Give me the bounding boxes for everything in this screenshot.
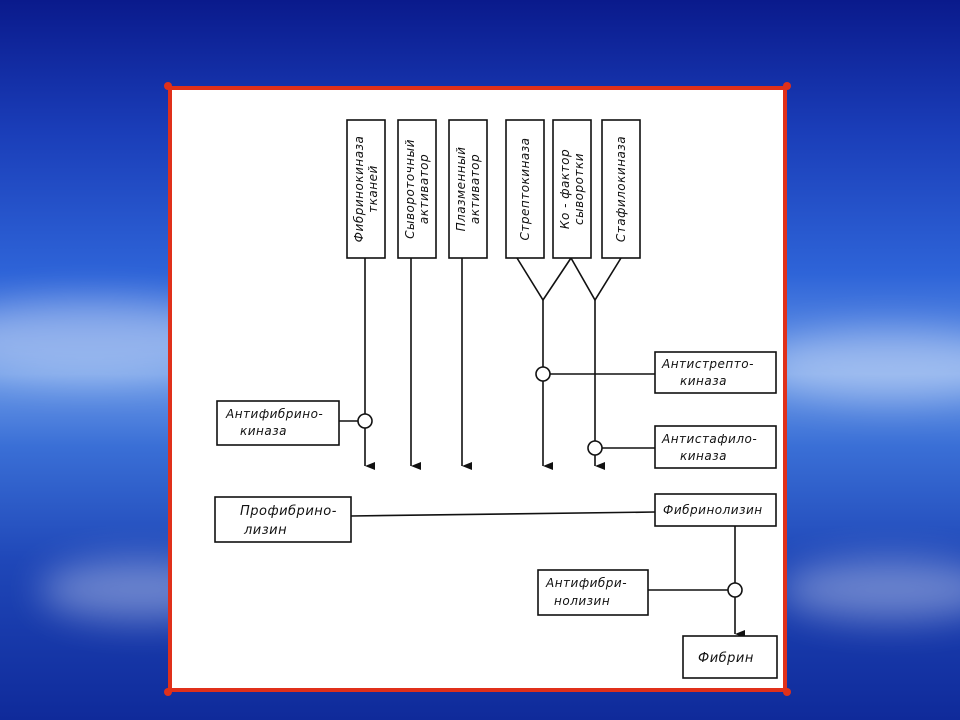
label-antifibrinolysin-2: нолизин: [554, 594, 610, 608]
box-fibrin: [682, 635, 778, 679]
box-antistaphylokinase: [654, 425, 777, 469]
box-fibrinolysin: [654, 493, 777, 527]
inhibition-node: [587, 440, 603, 456]
merge-cofactor-staphylokinase: [570, 257, 622, 302]
label-staphylokinase: Стафилокиназа: [614, 136, 628, 242]
label-serum-activator-1: Сывороточный: [403, 139, 417, 239]
frame-corner: [783, 82, 791, 90]
top-box-staphylokinase: [601, 119, 641, 259]
label-plasma-activator-1: Плазменный: [454, 147, 468, 232]
label-fibrinolysin: Фибринолизин: [663, 503, 763, 517]
label-profibrinolysin-2: лизин: [243, 523, 287, 538]
frame-corner: [783, 688, 791, 696]
merge-streptokinase-cofactor: [516, 257, 572, 302]
label-tissue-fibrinokinase-2: тканей: [366, 165, 380, 213]
label-antifibrinokinase-2: киназа: [240, 424, 287, 438]
top-box-serum-cofactor: [552, 119, 592, 259]
label-profibrinolysin-1: Профибрино-: [240, 504, 337, 519]
top-box-streptokinase: [505, 119, 545, 259]
top-box-serum-activator: [397, 119, 437, 259]
label-fibrin: Фибрин: [698, 651, 754, 666]
box-antifibrinokinase: [216, 400, 340, 446]
label-antifibrinokinase-1: Антифибрино-: [225, 407, 323, 421]
top-box-plasma-activator: [448, 119, 488, 259]
label-antistreptokinase-2: киназа: [680, 374, 727, 388]
label-serum-cofactor-1: Ко - фактор: [558, 149, 572, 229]
box-antistreptokinase: [654, 351, 777, 394]
label-antistaphylokinase-1: Антистафило-: [661, 432, 757, 446]
inhibition-node: [727, 582, 743, 598]
label-antistaphylokinase-2: киназа: [680, 449, 727, 463]
top-box-tissue-fibrinokinase: [346, 119, 386, 259]
label-serum-cofactor-2: сыворотки: [572, 153, 586, 225]
inhibition-node: [535, 366, 551, 382]
inhibition-node: [357, 413, 373, 429]
label-plasma-activator-2: активатор: [468, 154, 482, 224]
box-profibrinolysin: [214, 496, 352, 543]
box-antifibrinolysin: [537, 569, 649, 616]
frame-corner: [164, 82, 172, 90]
label-antistreptokinase-1: Антистрепто-: [661, 357, 754, 371]
label-streptokinase: Стрептокиназа: [518, 137, 532, 240]
conversion-line: [350, 511, 656, 517]
label-serum-activator-2: активатор: [417, 154, 431, 224]
label-antifibrinolysin-1: Антифибри-: [545, 576, 627, 590]
frame-corner: [164, 688, 172, 696]
label-tissue-fibrinokinase-1: Фибринокиназа: [352, 136, 366, 243]
